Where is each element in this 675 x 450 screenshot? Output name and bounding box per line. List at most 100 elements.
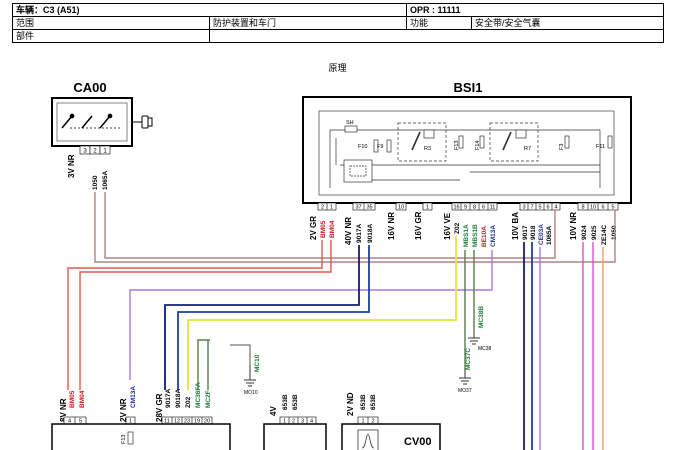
bsi1-internal-wiring [329, 122, 613, 188]
clock-spring-icon [357, 429, 379, 450]
wire-label: BM05 [69, 390, 76, 408]
ground-wire-label: MC10 [254, 354, 261, 372]
wires [67, 192, 616, 450]
connector-label: 2V ND [346, 392, 355, 416]
ca00-pin: 3 [83, 149, 87, 155]
diagram-subtitle: 原理 [328, 63, 347, 73]
wire-label: 653B [370, 394, 377, 410]
wire-z02 [187, 236, 457, 390]
wire-label: 653B [292, 394, 299, 410]
bsi1-inner [318, 110, 615, 196]
wire-label: ZE14C [601, 224, 608, 245]
belt-buckle-icon [132, 115, 153, 129]
bsi1-internal-labels: SH F10 F9 F13 F14 F3 F11 R3 R7 [346, 120, 605, 152]
pin-number: 10 [590, 205, 596, 211]
pin-number: 11 [164, 419, 170, 425]
wire-label: 9017A [356, 224, 363, 243]
ca00-inner [56, 102, 128, 142]
ca00-wire-label: 1065A [102, 171, 109, 190]
wire-mc36fa [197, 339, 210, 390]
bottom-left-module [51, 423, 231, 450]
pin-number: 1 [330, 205, 333, 211]
bsi1-fuse-label: F14 [475, 141, 481, 150]
ca00-pin: 1 [103, 149, 107, 155]
connector-label: 40V NR [344, 217, 353, 245]
bsi1-connector-labels: 2V GR 40V NR 16V NR 16V GR 16V VE 10V BA… [309, 211, 578, 245]
wire-label: BE10A [481, 226, 488, 247]
bottom-4v-module [263, 423, 327, 450]
pin-number: 23 [184, 419, 190, 425]
ground-label: MO37 [458, 388, 472, 394]
header-table: 车辆：C3 (A51) OPR : 11111 范围 防护装置和车门 功能 安全… [12, 3, 664, 43]
ca00-connector-label: 3V NR [67, 154, 76, 178]
wire-label: Z02 [454, 222, 461, 234]
wire-label: MBS1A [463, 224, 470, 247]
wire-label: 9017A [165, 389, 172, 408]
connector-label: 16V VE [443, 212, 452, 240]
fuse-label: F13 [121, 435, 127, 444]
wire-mc10 [230, 344, 251, 365]
pins-16vgr: 1 [422, 202, 433, 211]
pin-number: 4 [310, 419, 313, 425]
pin-number: 2 [321, 205, 324, 211]
wire-label: BM04 [329, 220, 336, 238]
pin-number: 6 [482, 205, 485, 211]
pin-number: 1 [283, 419, 286, 425]
pin-number: 16 [453, 205, 459, 211]
pin-number: 12 [174, 419, 180, 425]
pins-16vnr: 10 [395, 202, 407, 211]
wire-label: BM04 [79, 390, 86, 408]
ca00-title: CA00 [73, 80, 106, 95]
pin-number: 1 [361, 419, 364, 425]
ground-wire-label: MC38B [478, 306, 485, 328]
ground-label: MC38 [478, 346, 492, 352]
pin-number: 3 [522, 205, 525, 211]
part-label: 部件 [12, 29, 210, 43]
ground-icon [459, 370, 471, 385]
bsi1-fuse-label: F3 [559, 144, 565, 150]
wire-label: 653B [360, 394, 367, 410]
pin-number: 10 [398, 205, 404, 211]
wire-bm05 [67, 240, 323, 390]
bsi1-wire-labels: BM05 BM04 9017A 9018A Z02 MBS1A MBS1B BE… [320, 220, 618, 247]
pin-number: 4 [68, 419, 71, 425]
bsi1-fuse-label: F10 [358, 144, 367, 150]
wire-label: 9018A [367, 224, 374, 243]
wire-label: CE03A [538, 224, 545, 245]
cv00-title: CV00 [404, 436, 432, 448]
wire-label: 9017 [522, 225, 529, 240]
wire-label: 9018A [175, 389, 182, 408]
bsi1-fuse-label: F13 [454, 141, 460, 150]
ca00-pins: 3 2 1 [79, 145, 111, 155]
wire-label: BM05 [320, 220, 327, 238]
connector-label: 10V NR [569, 212, 578, 240]
connector-label: 2V NR [119, 398, 128, 422]
pins-40vnr: 37 35 [352, 202, 376, 211]
connector-label: 16V NR [387, 212, 396, 240]
ca00-wire-label: 1050 [92, 175, 99, 190]
ca00-pin: 2 [93, 149, 97, 155]
wire-label: 9018 [530, 225, 537, 240]
pin-number: 1 [426, 205, 429, 211]
wire-label: 1065A [546, 226, 553, 245]
bsi1-fuse-label: F9 [377, 144, 383, 150]
ground-wire-labels: MC10 MC38B MC37C [254, 306, 485, 372]
bsi1-relay-label: R7 [524, 146, 531, 152]
ground-labels: MO10 MC38 MO37 [244, 346, 492, 396]
pin-number: 19 [194, 419, 200, 425]
pin-number: 6 [546, 205, 549, 211]
fuse-f13: F13 [121, 431, 134, 445]
wire-bm04 [79, 240, 332, 390]
pin-number: 7 [530, 205, 533, 211]
pin-number: 4 [554, 205, 557, 211]
pin-number: 11 [490, 205, 496, 211]
wire-label: CM13A [490, 225, 497, 247]
connector-label: 2V GR [309, 216, 318, 240]
bsi1-sh-label: SH [346, 120, 354, 126]
bsi1-pin-rows: 2 1 37 35 10 1 16 9 8 6 11 [317, 202, 619, 211]
connector-label: 28V GR [155, 393, 164, 422]
wire-9017a [164, 245, 360, 390]
bsi1-fuse-label: F11 [596, 144, 605, 150]
pin-number: 35 [366, 205, 372, 211]
